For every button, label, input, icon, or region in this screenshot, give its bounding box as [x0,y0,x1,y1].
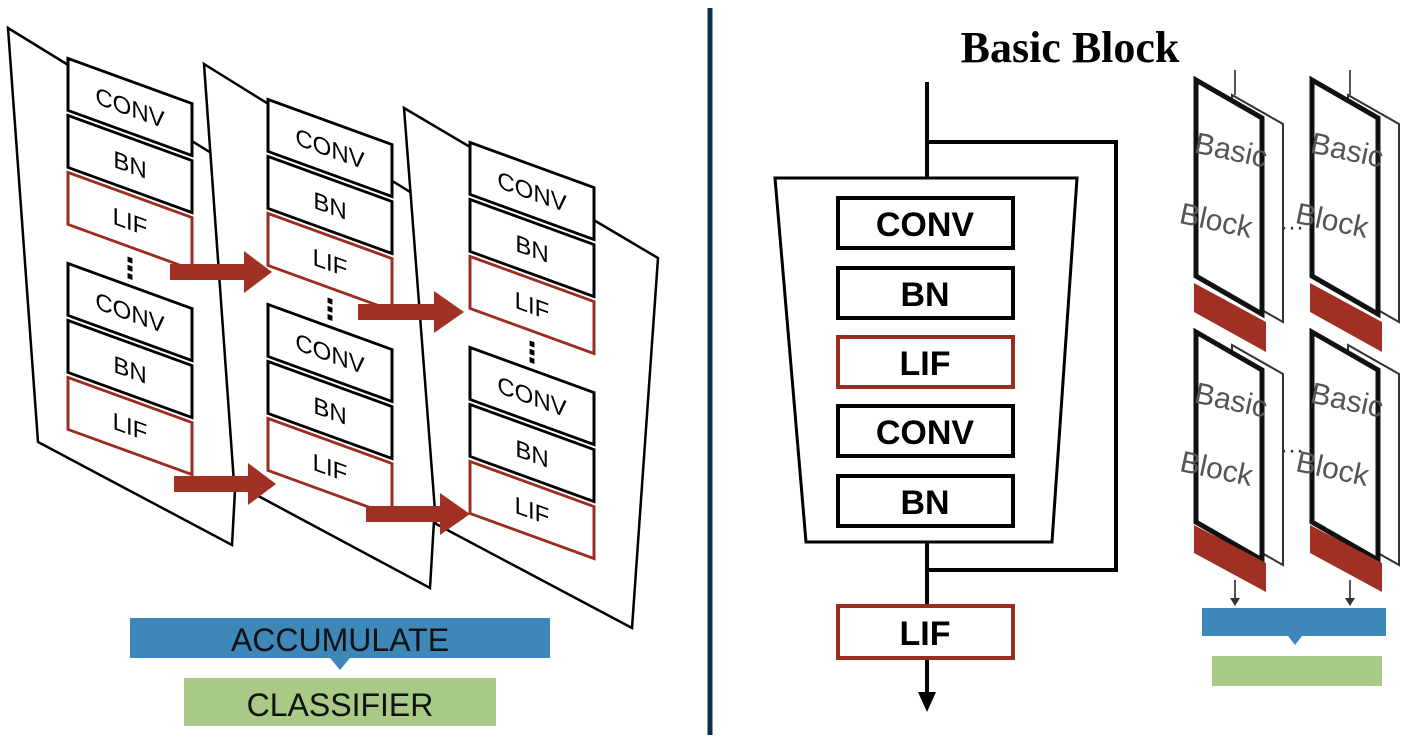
mini-classifier-bar [1212,656,1382,686]
layer-1-2: BN [66,113,194,215]
mini-ellipsis-2: ··· [1280,437,1304,464]
classifier-label: CLASSIFIER [247,687,434,723]
layer-1-5: BN [66,318,194,420]
layer-3-1: CONV [468,140,596,242]
layer-3-3: LIF [468,254,596,356]
block-layer-4: CONV [836,404,1015,458]
block-layer-2: BN [836,266,1015,320]
layer-1-4: CONV [66,261,194,363]
block-layer-3: LIF [836,335,1015,389]
output-arrow-head [918,692,936,712]
mini-block-2: Basic Block [1293,75,1400,352]
block-layer-2-label: BN [900,276,949,314]
layer-3-5: BN [468,402,596,504]
output-lif-label: LIF [900,615,951,653]
right-panel: Basic Block CONV BN LIF CONV [773,23,1400,712]
mini-block-3: Basic Block [1177,327,1284,592]
temporal-arrow-2 [358,291,464,333]
timestep-frame-3: CONV BN LIF ⋮ CONV BN [402,105,660,631]
block-layer-1: CONV [836,196,1015,250]
timestep-frame-2: CONV BN LIF ⋮ CONV BN [202,61,454,591]
residual-wiring [925,82,1118,692]
block-layer-3-label: LIF [900,345,951,383]
output-lif-layer: LIF [836,604,1015,660]
layer-1-6: LIF [66,375,194,477]
block-layer-1-label: CONV [876,206,975,244]
mini-block-4: Basic Block [1293,327,1400,592]
layer-2-3: LIF [266,211,394,313]
layer-2-6: LIF [266,416,394,518]
mini-block-1: Basic Block [1177,75,1284,352]
temporal-arrow-4 [366,493,470,535]
layer-2-5: BN [266,359,394,461]
layer-2-4: CONV [266,302,394,404]
temporal-arrow-3 [174,463,276,505]
accumulate-label: ACCUMULATE [231,622,449,658]
block-layer-4-label: CONV [876,414,975,452]
timestep-frame-1: CONV BN LIF ⋮ CONV BN [6,25,254,548]
block-layer-5-label: BN [900,484,949,522]
layer-2-2: BN [266,154,394,256]
mini-ellipsis-1: ··· [1280,214,1304,241]
left-panel: CONV BN LIF ⋮ CONV BN [6,25,660,726]
layer-1-1: CONV [66,56,194,158]
layer-1-3: LIF [66,170,194,272]
temporal-arrows [170,251,470,535]
layer-3-2: BN [468,197,596,299]
mini-blocks-grid: Basic Block Basic Block ··· [1177,70,1400,686]
mini-accumulate-bar [1202,608,1386,645]
classifier-bar: CLASSIFIER [184,678,496,726]
block-layer-5: BN [836,474,1015,528]
layer-3-6: LIF [468,459,596,561]
basic-block-title: Basic Block [961,23,1180,72]
temporal-arrow-1 [170,251,272,293]
accumulate-bar: ACCUMULATE [130,618,550,670]
layer-2-1: CONV [266,97,394,199]
layer-3-4: CONV [468,345,596,447]
